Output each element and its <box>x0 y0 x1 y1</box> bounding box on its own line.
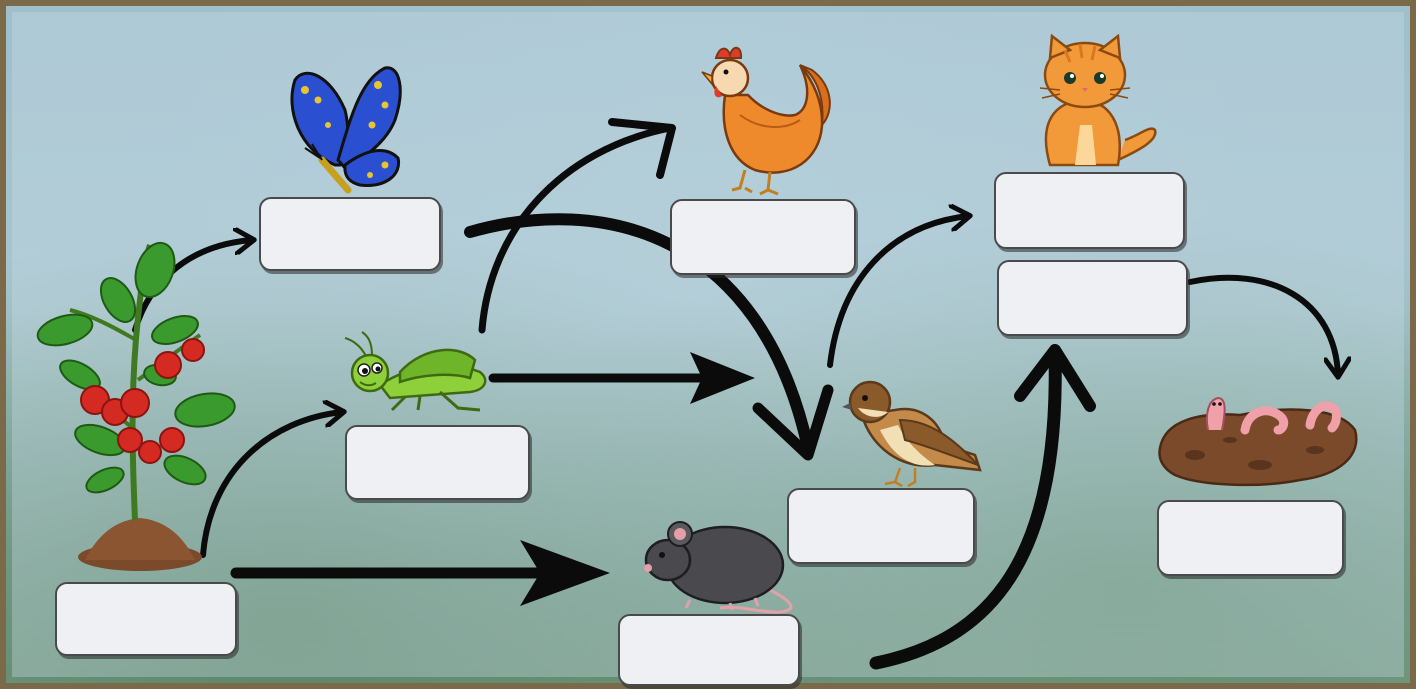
answer-box-cat-top[interactable] <box>994 172 1185 249</box>
arrow-plant-to-grasshopper <box>200 412 342 558</box>
arrow-cat-to-worms <box>1187 274 1338 375</box>
butterfly-icon <box>290 66 402 194</box>
arrow-butterfly-to-sparrow-head <box>752 384 834 461</box>
answer-box-butterfly[interactable] <box>259 197 441 271</box>
tomato-plant-icon <box>36 241 236 571</box>
cat-icon <box>1039 33 1157 167</box>
sparrow-icon <box>842 380 982 488</box>
answer-box-mouse[interactable] <box>618 614 800 686</box>
arrow-sparrow-to-cat <box>827 216 968 368</box>
answer-box-plant[interactable] <box>55 582 237 656</box>
answer-box-cat-bottom[interactable] <box>997 260 1188 336</box>
answer-box-hen[interactable] <box>670 199 856 275</box>
earthworms-icon <box>1158 396 1358 487</box>
hen-icon <box>701 46 831 196</box>
answer-box-grasshopper[interactable] <box>345 425 530 500</box>
arrow-grasshopper-to-sparrow-head <box>690 352 755 404</box>
arrow-butterfly-to-sparrow <box>464 213 814 454</box>
arrow-mouse-to-cat-head <box>1014 344 1096 412</box>
answer-box-worms[interactable] <box>1157 500 1344 576</box>
arrow-grasshopper-to-hen <box>478 124 674 334</box>
grasshopper-icon <box>344 331 487 412</box>
answer-box-sparrow[interactable] <box>787 488 975 564</box>
arrow-grasshopper-to-hen-head <box>608 118 676 179</box>
mouse-icon <box>644 521 793 614</box>
arrow-plant-to-mouse-head <box>520 540 610 606</box>
arrow-mouse-to-cat <box>869 348 1062 670</box>
